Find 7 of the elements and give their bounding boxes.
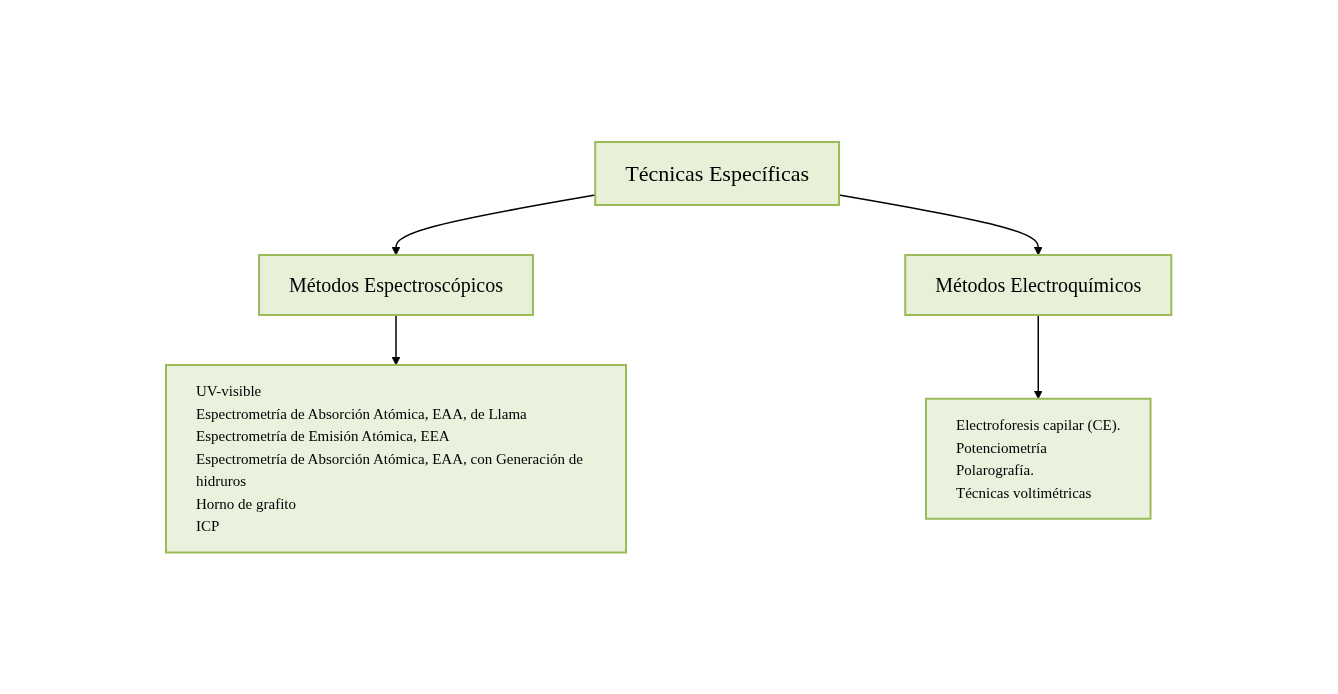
node-box: Técnicas Específicas <box>594 140 841 206</box>
node-box: Métodos Espectroscópicos <box>258 253 535 316</box>
node-box: UV-visible Espectrometría de Absorción Atómica, EAA, de Llama Espectrometría de Emisión Atómica, EEA Espectrometría de Absorción Atómica, EAA, con Generación de hidruros Horno de grafito ICP <box>165 363 628 554</box>
node-box: Métodos Electroquímicos <box>904 253 1173 316</box>
arrow <box>1034 314 1043 399</box>
node-box: Electroforesis capilar (CE). Potenciometría Polarografía. Técnicas voltimétricas <box>925 397 1152 520</box>
arrow <box>391 314 401 366</box>
